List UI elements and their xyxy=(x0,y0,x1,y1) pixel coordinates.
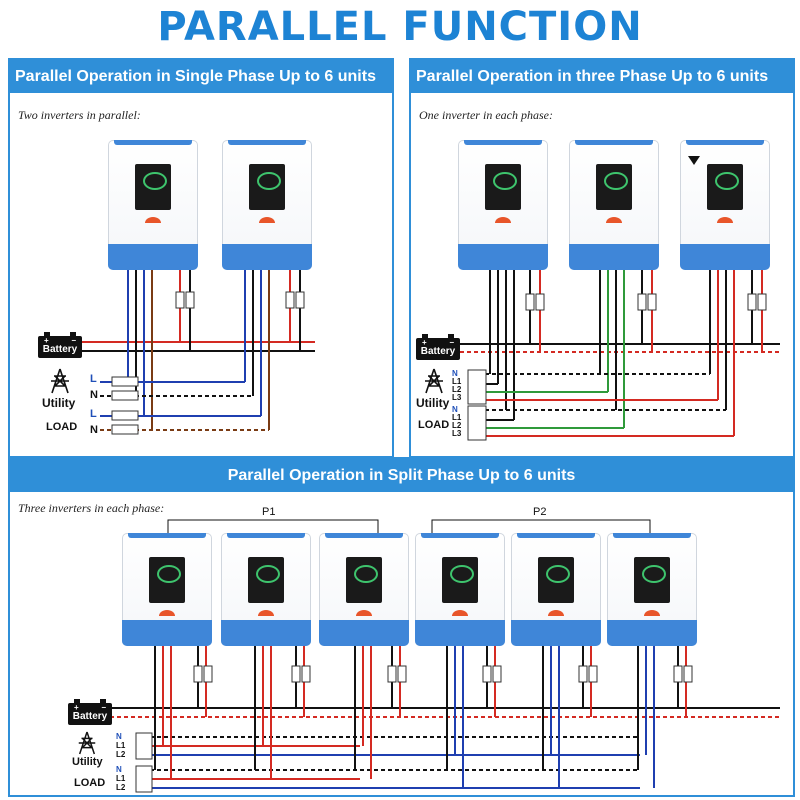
load-line-l2: L2 xyxy=(116,783,126,792)
utility-label: Utility xyxy=(42,396,76,410)
utility-line-l1: L1 xyxy=(452,377,462,386)
solar-inverter-icon xyxy=(122,533,212,646)
solar-inverter-icon xyxy=(222,140,312,270)
solar-inverter-icon xyxy=(108,140,198,270)
solar-inverter-icon xyxy=(415,533,505,646)
load-line-n: N xyxy=(90,424,98,436)
three-phase-header: Parallel Operation in three Phase Up to … xyxy=(411,60,793,93)
utility-label: Utility xyxy=(72,756,103,768)
single-phase-panel: Parallel Operation in Single Phase Up to… xyxy=(8,58,394,458)
utility-line-n: N xyxy=(116,732,122,741)
utility-line-n: N xyxy=(90,389,98,401)
transmission-tower-icon xyxy=(78,731,96,755)
solar-inverter-icon xyxy=(569,140,659,270)
battery-icon: +− Battery xyxy=(38,332,82,358)
split-phase-wiring xyxy=(110,519,780,793)
load-line-l1: L1 xyxy=(452,413,462,422)
load-line-l2: L2 xyxy=(452,421,462,430)
split-phase-note: Three inverters in each phase: xyxy=(18,501,165,515)
group-label-p1: P1 xyxy=(262,506,276,518)
transmission-tower-icon xyxy=(51,368,69,394)
load-line-l: L xyxy=(90,408,97,420)
load-line-l3: L3 xyxy=(452,429,462,438)
cursor-marker-icon xyxy=(688,156,700,165)
utility-line-l2: L2 xyxy=(452,385,462,394)
load-line-l1: L1 xyxy=(116,774,126,783)
single-phase-wiring xyxy=(82,270,315,435)
load-label: LOAD xyxy=(418,419,450,431)
battery-icon: +− Battery xyxy=(416,334,460,360)
utility-line-n: N xyxy=(452,369,458,378)
solar-inverter-icon xyxy=(319,533,409,646)
solar-inverter-icon xyxy=(458,140,548,270)
single-phase-header: Parallel Operation in Single Phase Up to… xyxy=(10,60,392,93)
single-phase-note: Two inverters in parallel: xyxy=(18,108,141,122)
solar-inverter-icon xyxy=(511,533,601,646)
battery-label: Battery xyxy=(42,344,78,355)
utility-line-l1: L1 xyxy=(116,741,126,750)
three-phase-wiring xyxy=(460,270,780,441)
three-phase-note: One inverter in each phase: xyxy=(419,108,553,122)
utility-line-l3: L3 xyxy=(452,393,462,402)
utility-line-l: L xyxy=(90,373,97,385)
utility-label: Utility xyxy=(416,396,450,410)
split-phase-header: Parallel Operation in Split Phase Up to … xyxy=(10,459,793,492)
load-line-n: N xyxy=(116,765,122,774)
transmission-tower-icon xyxy=(425,368,443,394)
group-label-p2: P2 xyxy=(533,506,547,518)
load-label: LOAD xyxy=(46,421,78,433)
page-title: PARALLEL FUNCTION xyxy=(157,4,643,50)
solar-inverter-icon xyxy=(221,533,311,646)
solar-inverter-icon xyxy=(607,533,697,646)
utility-line-l2: L2 xyxy=(116,750,126,759)
load-line-n: N xyxy=(452,405,458,414)
load-label: LOAD xyxy=(74,777,106,789)
battery-icon: +− Battery xyxy=(68,699,112,725)
battery-label: Battery xyxy=(72,711,108,722)
battery-label: Battery xyxy=(420,346,456,357)
